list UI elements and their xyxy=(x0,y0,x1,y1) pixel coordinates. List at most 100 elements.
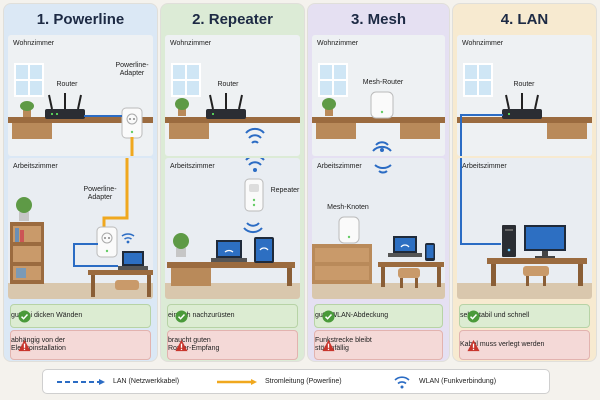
con-text: abhängig von der Elektroinstallation xyxy=(11,337,66,352)
monitor-icon xyxy=(524,225,566,259)
laptop-icon xyxy=(388,236,422,257)
wifi-icon xyxy=(121,233,135,244)
panel-title: 1. Powerline xyxy=(36,10,125,28)
warning-triangle-icon xyxy=(467,339,480,351)
room-label: Wohnzimmer xyxy=(170,40,212,47)
shelf xyxy=(457,117,592,139)
laptop-icon xyxy=(211,240,247,262)
mesh-router-icon xyxy=(370,91,394,119)
power-line xyxy=(130,137,134,156)
plant-icon xyxy=(175,98,189,116)
con-text: Kabel muss verlegt werden xyxy=(460,341,545,348)
mesh-node-icon xyxy=(338,216,360,244)
warning-triangle-icon xyxy=(322,339,335,351)
desk xyxy=(88,270,153,297)
room-label: Arbeitszimmer xyxy=(13,163,58,170)
window-icon xyxy=(463,63,493,97)
panel-repeater: 2. Repeater Wohnzimmer Router Arbeitszim… xyxy=(161,4,304,361)
repeater-label: Repeater xyxy=(270,187,300,194)
router-icon xyxy=(206,93,246,119)
shelf xyxy=(312,117,445,139)
lan-cable xyxy=(460,158,501,245)
desk xyxy=(487,258,587,286)
check-circle-icon xyxy=(322,309,335,323)
wifi-icon xyxy=(394,375,410,388)
room-living: Wohnzimmer Router Powerline- Adapter xyxy=(8,35,153,156)
phone-icon xyxy=(425,243,435,261)
lan-cable xyxy=(460,114,503,156)
pro-box: gute WLAN-Abdeckung xyxy=(314,304,443,328)
panel-powerline: 1. Powerline Wohnzimmer Router Powerline… xyxy=(4,4,157,361)
lan-line-icon xyxy=(57,378,105,385)
con-box: Kabel muss verlegt werden xyxy=(459,330,590,360)
panel-lan: 4. LAN Wohnzimmer Router Arbeitszimmer s… xyxy=(453,4,596,361)
con-box: braucht guten Router-Empfang xyxy=(167,330,298,360)
desk xyxy=(167,262,295,286)
plant-icon xyxy=(322,98,336,116)
adapter-bottom-label: Powerline- Adapter xyxy=(83,186,117,201)
router-label: Router xyxy=(56,81,78,88)
plant-icon xyxy=(20,101,34,117)
pro-box: gut bei dicken Wänden xyxy=(10,304,151,328)
floor xyxy=(457,283,592,299)
wifi-icon xyxy=(245,127,265,144)
room-label: Wohnzimmer xyxy=(317,40,359,47)
window-icon xyxy=(14,63,44,97)
router-icon xyxy=(45,93,85,119)
wifi-icon xyxy=(374,164,392,174)
legend-power-label: Stromleitung (Powerline) xyxy=(265,378,342,385)
window-icon xyxy=(171,63,201,97)
panel-title: 3. Mesh xyxy=(350,10,407,28)
chair xyxy=(398,268,420,288)
room-office: Arbeitszimmer Repeater xyxy=(165,158,300,299)
chair xyxy=(115,280,139,290)
room-label: Wohnzimmer xyxy=(462,40,504,47)
powerline-adapter-icon xyxy=(96,226,118,258)
check-circle-icon xyxy=(18,309,31,323)
room-living: Wohnzimmer Router xyxy=(457,35,592,156)
pro-text: gute WLAN-Abdeckung xyxy=(315,312,389,319)
con-box: Funkstrecke bleibt störanfällig xyxy=(314,330,443,360)
cabinet xyxy=(312,244,372,284)
legend: LAN (Netzwerkkabel) Stromleitung (Powerl… xyxy=(42,369,550,394)
room-living: Wohnzimmer Router xyxy=(165,35,300,156)
con-text: braucht guten Router-Empfang xyxy=(168,337,220,352)
router-icon xyxy=(502,93,542,119)
check-circle-icon xyxy=(175,309,188,323)
pro-text: einfach nachzurüsten xyxy=(168,312,235,319)
legend-lan-label: LAN (Netzwerkkabel) xyxy=(113,378,180,385)
lan-cable xyxy=(84,115,122,117)
legend-wifi-label: WLAN (Funkverbindung) xyxy=(419,378,497,385)
room-office: Arbeitszimmer Powerline- Adapter xyxy=(8,158,153,299)
room-office: Arbeitszimmer Mesh-Knoten xyxy=(312,158,445,299)
floor xyxy=(165,283,300,299)
panel-title: 2. Repeater xyxy=(192,10,273,28)
legend-lan: LAN (Netzwerkkabel) xyxy=(57,370,179,393)
window-icon xyxy=(318,63,348,97)
desk xyxy=(378,262,444,287)
pro-text: sehr stabil und schnell xyxy=(460,312,530,319)
router-label: Router xyxy=(217,81,239,88)
pro-box: einfach nachzurüsten xyxy=(167,304,298,328)
warning-triangle-icon xyxy=(175,339,188,351)
panel-title: 4. LAN xyxy=(500,10,549,28)
check-circle-icon xyxy=(467,309,480,323)
room-label: Wohnzimmer xyxy=(13,40,55,47)
repeater-icon xyxy=(244,178,264,212)
floor xyxy=(312,283,445,299)
laptop-icon xyxy=(118,251,148,270)
pro-text: gut bei dicken Wänden xyxy=(11,312,83,319)
tablet-icon xyxy=(254,237,274,263)
bookshelf xyxy=(10,222,44,284)
room-label: Arbeitszimmer xyxy=(170,163,215,170)
shelf xyxy=(165,117,300,139)
chair xyxy=(523,266,549,286)
pro-box: sehr stabil und schnell xyxy=(459,304,590,328)
wifi-icon xyxy=(245,158,265,172)
wifi-icon xyxy=(372,141,392,152)
adapter-top-label: Powerline- Adapter xyxy=(115,62,149,77)
mesh-router-label: Mesh-Router xyxy=(362,79,404,86)
panel-mesh: 3. Mesh Wohnzimmer Mesh-Router Arbeitszi… xyxy=(308,4,449,361)
room-label: Arbeitszimmer xyxy=(317,163,362,170)
shelf xyxy=(8,117,153,139)
